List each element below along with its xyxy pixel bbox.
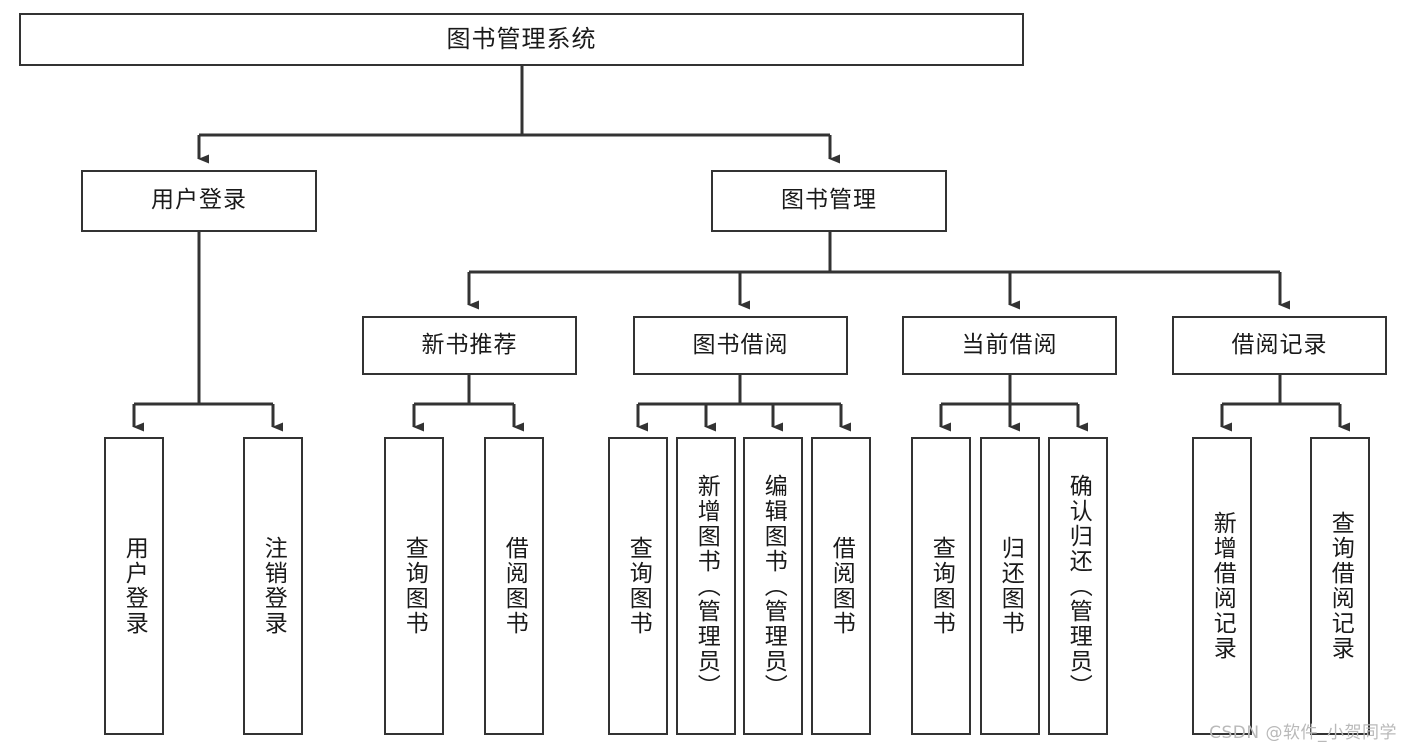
leaf-add-borrow-record[interactable]: 新增借阅记录 (1192, 437, 1252, 735)
node-borrowing-record[interactable]: 借阅记录 (1172, 316, 1387, 375)
leaf-logout-login[interactable]: 注销登录 (243, 437, 303, 735)
watermark-credit: CSDN @软件_小贺同学 (1209, 723, 1397, 743)
node-new-book-recommendation[interactable]: 新书推荐 (362, 316, 577, 375)
node-book-borrowing[interactable]: 图书借阅 (633, 316, 848, 375)
node-user-login[interactable]: 用户登录 (81, 170, 317, 232)
leaf-confirm-return-admin[interactable]: 确认归还（管理员） (1048, 437, 1108, 735)
leaf-borrow-books-newbook[interactable]: 借阅图书 (484, 437, 544, 735)
leaf-borrow-books[interactable]: 借阅图书 (811, 437, 871, 735)
leaf-edit-book-admin[interactable]: 编辑图书（管理员） (743, 437, 803, 735)
node-current-borrowing[interactable]: 当前借阅 (902, 316, 1117, 375)
leaf-query-books-newbook[interactable]: 查询图书 (384, 437, 444, 735)
leaf-user-login[interactable]: 用户登录 (104, 437, 164, 735)
node-root-system[interactable]: 图书管理系统 (19, 13, 1024, 66)
leaf-query-books-current[interactable]: 查询图书 (911, 437, 971, 735)
leaf-add-book-admin[interactable]: 新增图书（管理员） (676, 437, 736, 735)
leaf-query-borrow-record[interactable]: 查询借阅记录 (1310, 437, 1370, 735)
leaf-query-books-borrow[interactable]: 查询图书 (608, 437, 668, 735)
node-book-management[interactable]: 图书管理 (711, 170, 947, 232)
leaf-return-books[interactable]: 归还图书 (980, 437, 1040, 735)
